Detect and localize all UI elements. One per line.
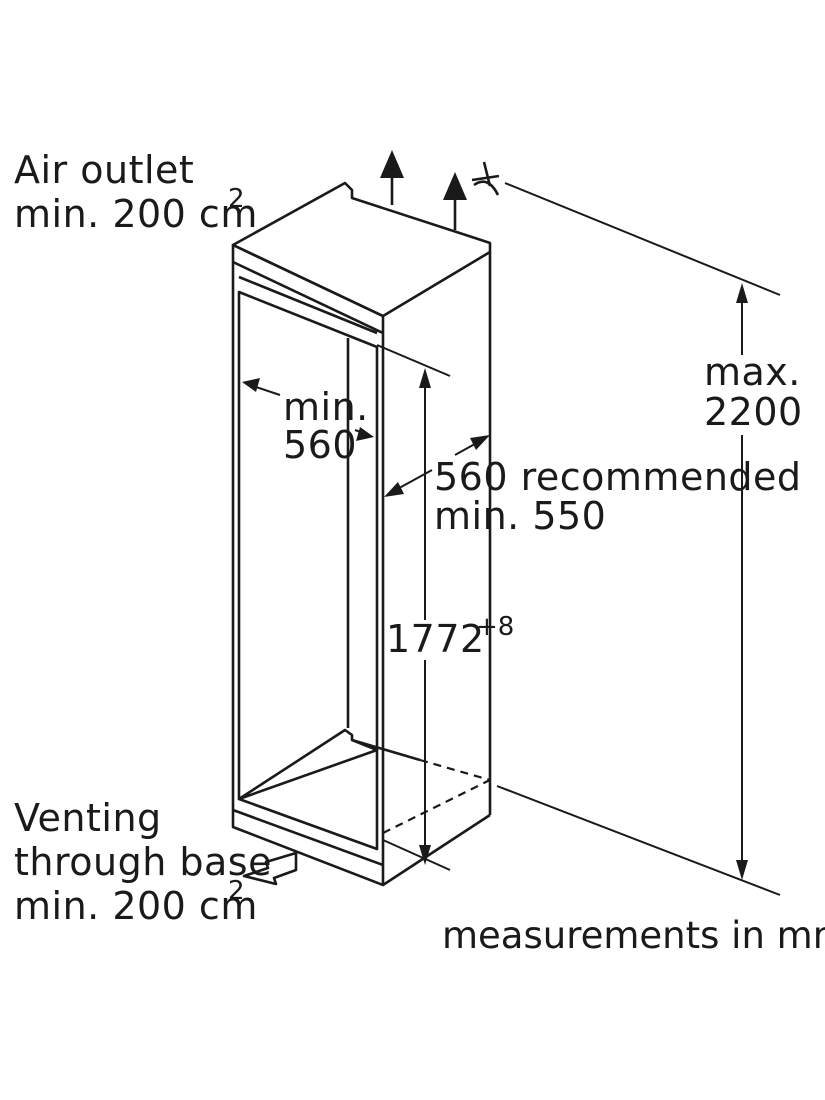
height-dimension	[376, 344, 451, 871]
depth-dimension	[384, 435, 491, 605]
venting-through-base-label: through base	[14, 840, 272, 884]
height-tolerance: +8	[476, 612, 515, 642]
min-width-label: min.	[283, 385, 369, 429]
max-height-value: 2200	[704, 390, 803, 434]
pivot-symbol	[471, 161, 500, 196]
air-outlet-arrows	[380, 150, 467, 230]
venting-area-superscript: 2	[228, 876, 245, 906]
measurement-units-note: measurements in mm	[442, 914, 825, 957]
air-outlet-area-label: min. 200 cm	[14, 192, 258, 236]
venting-area-label: min. 200 cm	[14, 884, 258, 928]
depth-min-label: min. 550	[434, 494, 607, 538]
min-width-dimension	[242, 378, 374, 441]
venting-label: Venting	[14, 796, 162, 840]
depth-recommended-label: 560 recommended	[434, 455, 802, 499]
max-height-dimension	[496, 182, 781, 896]
height-value: 1772	[386, 617, 485, 661]
max-height-label: max.	[704, 350, 801, 394]
air-outlet-label: Air outlet	[14, 148, 195, 192]
min-width-value: 560	[283, 423, 358, 467]
air-outlet-area-superscript: 2	[228, 184, 245, 214]
cabinet-niche	[231, 181, 492, 887]
venting-arrow-icon	[242, 851, 298, 886]
